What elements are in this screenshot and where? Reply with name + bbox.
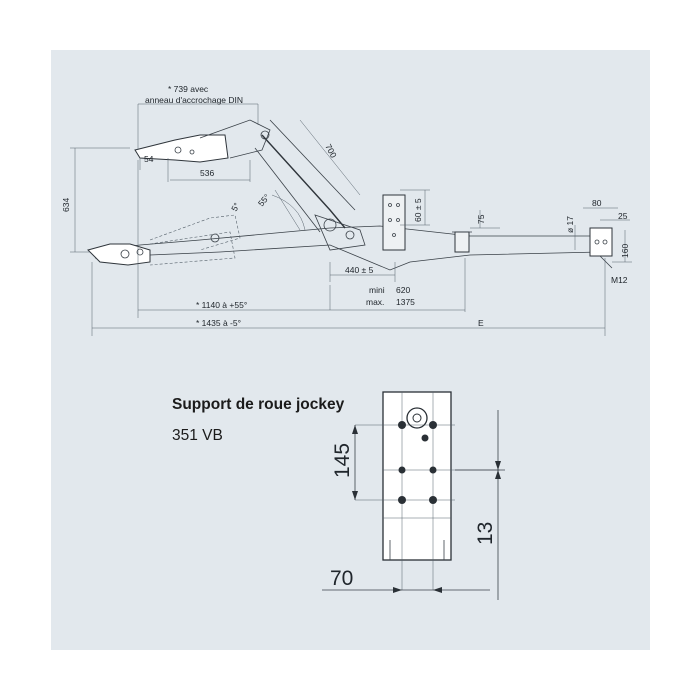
label-mini-value: 620 bbox=[396, 285, 410, 295]
label-m12: M12 bbox=[611, 275, 628, 285]
support-plate bbox=[382, 391, 452, 561]
label-160: 160 bbox=[620, 244, 630, 258]
label-634: 634 bbox=[61, 198, 71, 212]
support-title: Support de roue jockey bbox=[172, 396, 345, 413]
label-E: E bbox=[478, 318, 484, 328]
support-dim-145: 145 bbox=[331, 443, 354, 478]
top-dimensions bbox=[70, 103, 632, 336]
top-labels: * 739 avec anneau d'accrochage DIN 54 53… bbox=[61, 84, 630, 328]
support-section: Support de roue jockey 351 VB 145 bbox=[172, 391, 505, 600]
label-25: 25 bbox=[618, 211, 628, 221]
label-536: 536 bbox=[200, 168, 214, 178]
label-max: max. bbox=[366, 297, 384, 307]
support-dim-70: 70 bbox=[330, 567, 353, 590]
label-440: 440 ± 5 bbox=[345, 265, 374, 275]
label-angle-55: 55° bbox=[256, 192, 272, 208]
label-75: 75 bbox=[476, 214, 486, 224]
label-700: 700 bbox=[323, 142, 339, 159]
support-model: 351 VB bbox=[172, 427, 223, 444]
label-1435: * 1435 à -5° bbox=[196, 318, 241, 328]
label-angle-5: 5° bbox=[229, 201, 242, 213]
label-1140: * 1140 à +55° bbox=[196, 300, 247, 310]
label-anneau: anneau d'accrochage DIN bbox=[145, 95, 243, 105]
label-60: 60 ± 5 bbox=[413, 198, 423, 222]
label-54: 54 bbox=[144, 154, 154, 164]
label-739: * 739 avec bbox=[168, 84, 209, 94]
label-dia-17: ø 17 bbox=[565, 216, 575, 233]
support-dim-13: 13 bbox=[474, 522, 497, 545]
label-80: 80 bbox=[592, 198, 602, 208]
drawbar-assembly bbox=[87, 119, 613, 271]
label-max-value: 1375 bbox=[396, 297, 415, 307]
label-mini: mini bbox=[369, 285, 385, 295]
